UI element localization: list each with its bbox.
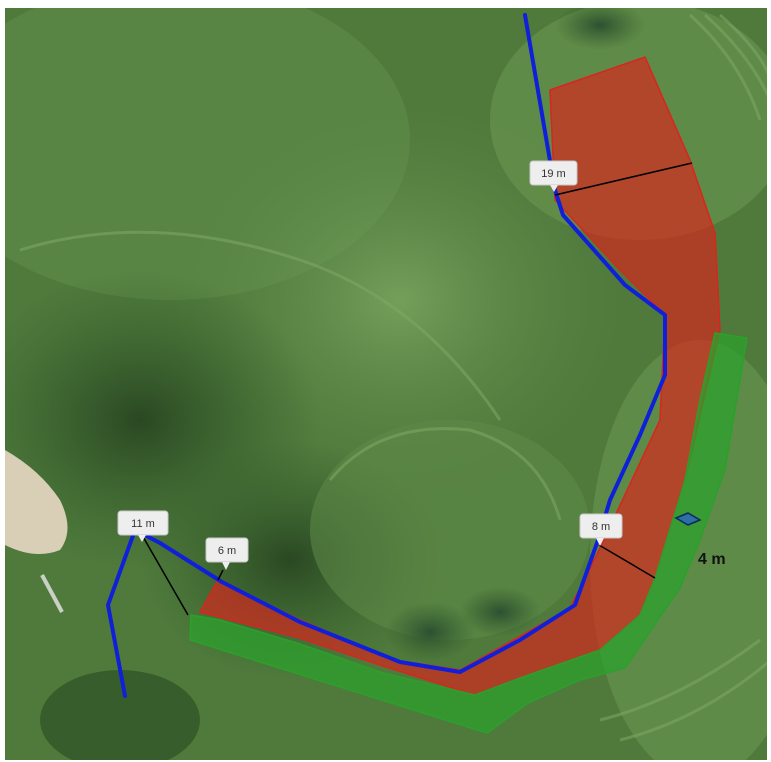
measure-line-19m[interactable] <box>554 162 693 196</box>
red-zone-polygon[interactable] <box>198 56 721 696</box>
measure-line-11m[interactable] <box>141 534 189 616</box>
pond <box>460 587 540 637</box>
measure-line-8m[interactable] <box>598 544 656 579</box>
label-11m[interactable]: 11 m <box>117 510 169 542</box>
field-patch <box>310 420 590 640</box>
label-11m-text: 11 m <box>131 518 155 530</box>
label-19m[interactable]: 19 m <box>529 160 578 192</box>
buffer-width-label: 4 m <box>698 551 726 568</box>
diamond-marker-icon[interactable] <box>674 512 702 526</box>
field-tracks <box>19 13 767 742</box>
label-8m-text: 8 m <box>592 521 610 533</box>
pond <box>385 602 475 662</box>
label-19m-text: 19 m <box>541 168 565 180</box>
track-mark <box>40 574 64 613</box>
stream-line[interactable] <box>106 13 667 698</box>
label-6m[interactable]: 6 m <box>205 537 249 570</box>
label-6m-text: 6 m <box>218 545 236 557</box>
wooded-patch <box>40 670 200 760</box>
label-8m[interactable]: 8 m <box>579 513 623 546</box>
pond <box>555 8 645 50</box>
sand-patch <box>5 450 68 554</box>
measure-line-6m[interactable] <box>217 569 224 581</box>
green-buffer-polygon[interactable] <box>189 332 748 734</box>
